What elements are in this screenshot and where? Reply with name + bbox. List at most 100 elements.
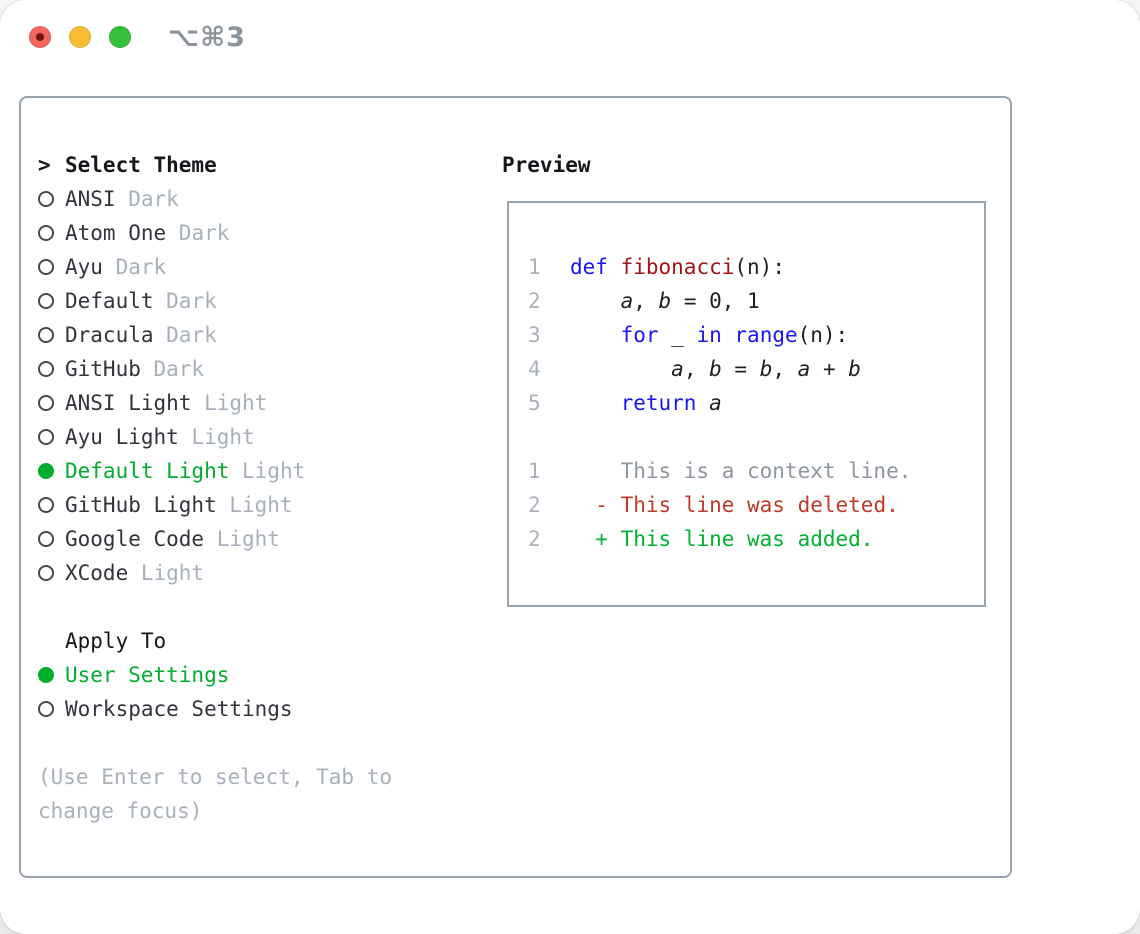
traffic-lights — [29, 26, 131, 48]
theme-option[interactable]: Dracula Dark — [38, 318, 392, 352]
theme-variant-tag: Dark — [166, 323, 217, 347]
theme-name: GitHub — [65, 357, 141, 381]
radio-marker — [38, 429, 65, 445]
theme-variant-tag: Dark — [115, 255, 167, 279]
code-line: 4 a, b = b, a + b — [528, 352, 970, 386]
code-token: b — [759, 357, 773, 381]
line-number: 2 — [528, 493, 541, 517]
apply-option[interactable]: Workspace Settings — [38, 692, 392, 726]
theme-variant-tag: Dark — [166, 289, 217, 313]
code-token: , — [633, 289, 659, 313]
line-number: 1 — [528, 459, 541, 483]
code-token: = — [721, 357, 760, 381]
select-theme-title: Select Theme — [65, 153, 217, 177]
code-token — [570, 289, 621, 313]
code-line — [528, 420, 970, 454]
radio-icon — [38, 191, 54, 207]
code-text: This is a context line. — [570, 459, 912, 483]
theme-variant-tag: Light — [242, 459, 306, 483]
code-token: a — [671, 357, 684, 381]
apply-to-header: Apply To — [38, 624, 392, 658]
theme-name: Ayu — [65, 255, 103, 279]
code-token: for — [620, 323, 659, 347]
radio-icon — [38, 701, 54, 717]
radio-icon — [38, 497, 54, 513]
radio-icon — [38, 395, 54, 411]
theme-name: ANSI Light — [65, 391, 192, 415]
code-text: a, b = 0, 1 — [570, 289, 760, 313]
code-token: fibonacci — [620, 255, 735, 279]
code-token: def — [570, 255, 608, 279]
code-token — [570, 323, 621, 347]
code-token: b — [658, 289, 672, 313]
radio-icon — [38, 293, 54, 309]
code-token: - This line was deleted. — [595, 493, 899, 517]
theme-variant-tag: Light — [140, 561, 205, 585]
code-token: return — [620, 391, 697, 415]
line-number: 2 — [528, 289, 541, 313]
apply-option-label: User Settings — [65, 663, 230, 687]
code-line: 2 + This line was added. — [528, 522, 970, 556]
code-token — [696, 391, 709, 415]
radio-icon — [38, 259, 54, 275]
radio-marker — [38, 531, 65, 547]
hint-line: (Use Enter to select, Tab to — [38, 765, 393, 789]
code-token: a — [620, 289, 634, 313]
code-token: = 0, 1 — [671, 289, 760, 313]
theme-option[interactable]: ANSI Light Light — [38, 386, 392, 420]
hint-line: change focus) — [38, 799, 203, 823]
radio-icon — [38, 361, 54, 377]
theme-name: Ayu Light — [65, 425, 179, 449]
theme-variant-tag: Light — [204, 391, 268, 415]
code-token: + — [810, 357, 849, 381]
code-token — [570, 493, 595, 517]
hint-text: (Use Enter to select, Tab to change focus… — [38, 760, 392, 828]
code-token: _ — [658, 323, 697, 347]
code-text: - This line was deleted. — [570, 493, 899, 517]
apply-option-label: Workspace Settings — [65, 697, 293, 721]
code-line: 1 This is a context line. — [528, 454, 970, 488]
code-text: return a — [570, 391, 722, 415]
focus-caret-icon: > — [38, 153, 51, 177]
code-line: 2 a, b = 0, 1 — [528, 284, 970, 318]
radio-marker — [38, 293, 65, 309]
code-text: + This line was added. — [570, 527, 873, 551]
apply-option[interactable]: User Settings — [38, 658, 392, 692]
radio-marker — [38, 497, 65, 513]
close-icon[interactable] — [29, 26, 51, 48]
code-token — [570, 391, 621, 415]
radio-selected-icon — [38, 667, 54, 683]
minimize-icon[interactable] — [69, 26, 91, 48]
theme-variant-tag: Dark — [128, 187, 179, 211]
radio-marker — [38, 701, 65, 717]
spacer — [38, 590, 392, 624]
line-number: 5 — [528, 391, 541, 415]
zoom-icon[interactable] — [109, 26, 131, 48]
theme-name: Dracula — [65, 323, 154, 347]
code-token: range — [734, 323, 798, 347]
code-token: (n): — [797, 323, 849, 347]
radio-marker — [38, 259, 65, 275]
radio-marker — [38, 191, 65, 207]
radio-selected-icon — [38, 463, 54, 479]
select-theme-header: > Select Theme — [38, 148, 392, 182]
radio-icon — [38, 531, 54, 547]
theme-variant-tag: Light — [229, 493, 293, 517]
theme-option[interactable]: Ayu Dark — [38, 250, 392, 284]
code-line: 5 return a — [528, 386, 970, 420]
code-token: + This line was added. — [595, 527, 874, 551]
code-token: This is a context line. — [570, 459, 912, 483]
